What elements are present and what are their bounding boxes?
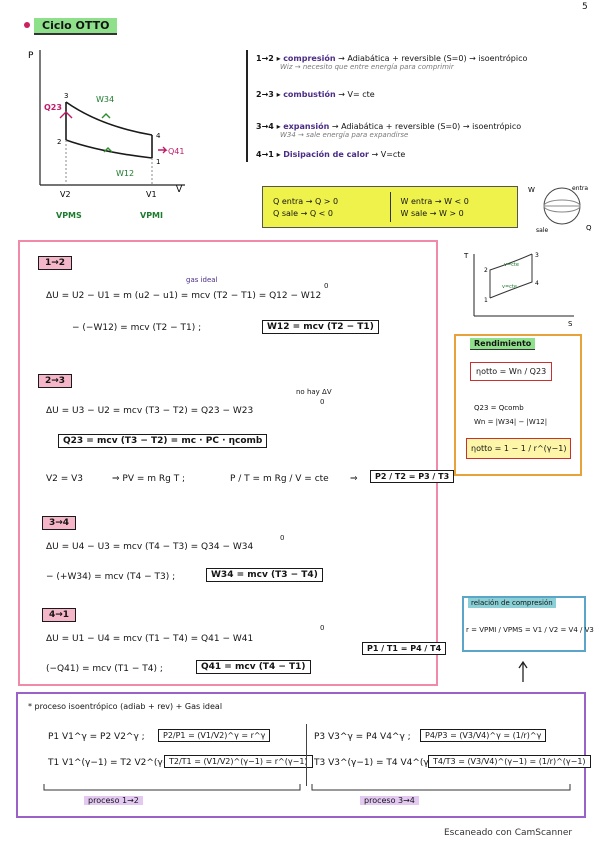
vcte-lower-label: v=cte bbox=[502, 284, 517, 290]
gas-ideal-note: gas ideal bbox=[186, 276, 218, 284]
process-equations-panel bbox=[18, 240, 438, 686]
q41-label: Q41 bbox=[168, 147, 184, 156]
ts-point-4: 4 bbox=[535, 280, 539, 287]
scanner-watermark: Escaneado con CamScanner bbox=[444, 828, 573, 838]
result-p1-t1: P1 / T1 = P4 / T4 bbox=[362, 642, 447, 655]
v2-label: V2 bbox=[60, 190, 71, 199]
w12-label: W12 bbox=[116, 169, 134, 178]
eq-2-3-ideal-gas: ⇒ PV = m Rg T ; bbox=[112, 474, 186, 484]
vpmi-label: VPMI bbox=[140, 211, 163, 220]
isentropic-title: * proceso isoentrópico (adiab + rev) + G… bbox=[28, 702, 223, 711]
brace-label-process-1-2: proceso 1→2 bbox=[84, 796, 143, 805]
s-axis-label: S bbox=[568, 320, 573, 328]
section-label-2-3: 2→3 bbox=[38, 374, 73, 388]
rendimiento-panel bbox=[454, 334, 582, 476]
point-1b-label: 1 bbox=[156, 158, 160, 166]
summary-item-1-2: 1→2 ▸ compresión → Adiabática + reversib… bbox=[256, 54, 528, 71]
section-label-3-4: 3→4 bbox=[42, 516, 77, 530]
t-axis-label: T bbox=[463, 252, 469, 260]
compression-ratio-panel bbox=[462, 596, 586, 652]
q23-equals-qcomb: Q23 = Qcomb bbox=[474, 404, 524, 412]
result-w34: W34 = mcv (T3 − T4) bbox=[206, 568, 323, 582]
zero-mark-4-1: 0 bbox=[320, 624, 325, 632]
eq-1-2-work: − (−W12) = mcv (T2 − T1) ; bbox=[72, 323, 202, 333]
eq-4-1-heat: (−Q41) = mcv (T1 − T4) ; bbox=[46, 664, 163, 674]
result-pressure-ratio-12: P2/P1 = (V1/V2)^γ = r^γ bbox=[158, 729, 271, 742]
eq-1-2-energy: ΔU = U2 − U1 = m (u2 − u1) = mcv (T2 − T… bbox=[46, 291, 322, 301]
no-volume-change-note: no hay ΔV bbox=[296, 388, 332, 396]
page-corner-mark: 5 bbox=[582, 2, 588, 12]
q23-label: Q23 bbox=[44, 103, 62, 112]
v-axis-label: V bbox=[176, 185, 183, 195]
compression-ratio-title: relación de compresión bbox=[468, 598, 556, 608]
up-arrow-icon bbox=[518, 660, 528, 682]
ts-diagram: T S v=cte v=cte 1 2 3 4 bbox=[463, 252, 574, 328]
eq-2-3-ratio: P / T = m Rg / V = cte bbox=[230, 474, 329, 484]
net-work-definition: Wn = |W34| − |W12| bbox=[474, 418, 548, 426]
eq-isentropic-tv-34: T3 V3^(γ−1) = T4 V4^(γ−1) ; bbox=[314, 758, 452, 768]
process-braces bbox=[43, 784, 571, 791]
zero-mark-2-3: 0 bbox=[320, 398, 325, 406]
sphere-w-label: W bbox=[528, 186, 535, 194]
compression-ratio-equation: r = VPMI / VPMS = V1 / V2 = V4 / V3 bbox=[466, 626, 594, 634]
result-temperature-ratio-34: T4/T3 = (V3/V4)^(γ−1) = (1/r)^(γ−1) bbox=[428, 755, 591, 768]
result-temperature-ratio-12: T2/T1 = (V1/V2)^(γ−1) = r^(γ−1) bbox=[164, 755, 313, 768]
section-label-1-2: 1→2 bbox=[38, 256, 73, 270]
rendimiento-title: Rendimiento bbox=[470, 338, 536, 350]
summary-bracket bbox=[246, 50, 248, 162]
eq-2-3-energy: ΔU = U3 − U2 = mcv (T3 − T2) = Q23 − W23 bbox=[46, 406, 254, 416]
sphere-entra-label: entra bbox=[572, 185, 588, 192]
section-label-4-1: 4→1 bbox=[42, 608, 77, 622]
vpms-label: VPMS bbox=[56, 211, 82, 220]
result-q23: Q23 = mcv (T3 − T2) = mc · PC · ηcomb bbox=[58, 434, 268, 448]
ts-point-2: 2 bbox=[484, 267, 488, 274]
implies-arrow: ⇒ bbox=[350, 474, 358, 484]
eq-3-4-work: − (+W34) = mcv (T4 − T3) ; bbox=[46, 572, 176, 582]
result-w12: W12 = mcv (T2 − T1) bbox=[262, 320, 379, 334]
eq-3-4-energy: ΔU = U4 − U3 = mcv (T4 − T3) = Q34 − W34 bbox=[46, 542, 254, 552]
summary-item-3-4: 3→4 ▸ expansión → Adiabática + reversibl… bbox=[256, 122, 522, 139]
eq-isentropic-pv-12: P1 V1^γ = P2 V2^γ ; bbox=[48, 732, 145, 742]
point-4-label: 4 bbox=[156, 132, 161, 140]
vcte-upper-label: v=cte bbox=[504, 262, 519, 268]
p-axis-label: P bbox=[28, 51, 34, 61]
pv-diagram: P V Q23 W34 Q41 W12 2 3 4 1 V2 V1 VPMS V… bbox=[28, 50, 185, 220]
sphere-sale-label: sale bbox=[536, 227, 548, 234]
process-summary-list: 1→2 ▸ compresión → Adiabática + reversib… bbox=[256, 54, 596, 159]
sign-convention-box: Q entra → Q > 0 Q sale → Q < 0 W entra →… bbox=[262, 186, 518, 228]
page-title: Ciclo OTTO bbox=[34, 18, 118, 35]
summary-item-2-3: 2→3 ▸ combustión → V= cte bbox=[256, 90, 375, 99]
eq-2-3-volume: V2 = V3 bbox=[46, 474, 84, 484]
eq-isentropic-pv-34: P3 V3^γ = P4 V4^γ ; bbox=[314, 732, 411, 742]
sphere-q-label: Q bbox=[586, 224, 592, 232]
result-p2-t2: P2 / T2 = P3 / T3 bbox=[370, 470, 455, 483]
brace-label-process-3-4: proceso 3→4 bbox=[360, 796, 419, 805]
zero-mark-1-2: 0 bbox=[324, 282, 329, 290]
ts-point-1: 1 bbox=[484, 297, 488, 304]
w34-label: W34 bbox=[96, 95, 114, 104]
efficiency-definition: ηotto = Wn / Q23 bbox=[470, 362, 553, 381]
ts-point-3: 3 bbox=[535, 252, 539, 259]
eq-4-1-energy: ΔU = U1 − U4 = mcv (T1 − T4) = Q41 − W41 bbox=[46, 634, 254, 644]
isentropic-divider bbox=[306, 724, 307, 786]
zero-mark-3-4: 0 bbox=[280, 534, 285, 542]
summary-item-4-1: 4→1 ▸ Disipación de calor → V=cte bbox=[256, 150, 406, 159]
point-3-label: 3 bbox=[64, 92, 68, 100]
sphere-sketch: W Q entra sale bbox=[528, 185, 592, 234]
bullet-icon bbox=[24, 22, 30, 28]
efficiency-result: ηotto = 1 − 1 / r^(γ−1) bbox=[466, 438, 572, 459]
result-pressure-ratio-34: P4/P3 = (V3/V4)^γ = (1/r)^γ bbox=[420, 729, 547, 742]
result-q41: Q41 = mcv (T4 − T1) bbox=[196, 660, 311, 674]
v1-label: V1 bbox=[146, 190, 157, 199]
point-1-label: 2 bbox=[57, 138, 61, 146]
eq-isentropic-tv-12: T1 V1^(γ−1) = T2 V2^(γ−1) ; bbox=[48, 758, 186, 768]
